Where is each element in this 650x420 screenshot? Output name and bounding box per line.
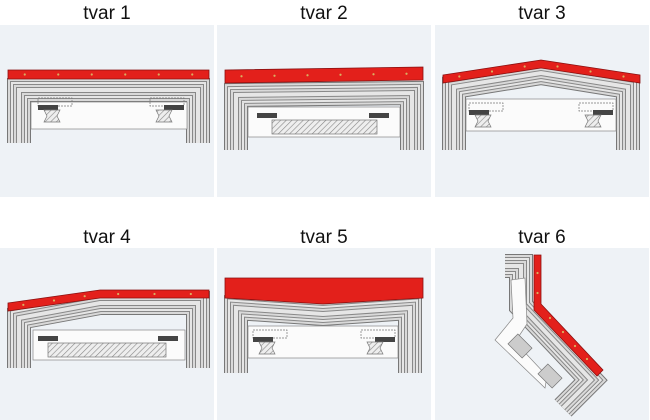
red-cover-plate (224, 277, 424, 305)
shape-title-3: tvar 3 (518, 3, 566, 24)
screw-dot (52, 299, 56, 302)
shape-title-1: tvar 1 (83, 3, 131, 24)
red-cover-plate (442, 59, 641, 84)
linear-rail (537, 363, 563, 389)
shape-panel-4 (0, 248, 214, 420)
screw-dot (536, 291, 539, 295)
red-cover-plate (533, 254, 604, 377)
carriage-block (369, 113, 389, 118)
screw-dot (372, 73, 375, 76)
screw-dot (306, 74, 309, 77)
carriage-block (38, 105, 58, 110)
linear-rail (366, 341, 384, 355)
screw-dot (458, 75, 461, 78)
shape-title-2: tvar 2 (300, 3, 348, 24)
bellows-cover-drawing-1 (7, 69, 210, 143)
screw-dot (548, 316, 552, 320)
bellows-fold (17, 88, 200, 143)
linear-rail (507, 333, 533, 359)
linear-rail (258, 341, 276, 355)
linear-rail (43, 109, 61, 123)
screw-dot (536, 271, 539, 275)
bellows-cover-drawing-6 (494, 254, 608, 417)
linear-rail (474, 114, 492, 128)
carriage-block (375, 337, 395, 342)
shape-panel-2 (217, 25, 431, 197)
carriage-block (593, 110, 613, 115)
screw-dot (589, 70, 592, 73)
carriage-block (257, 113, 277, 118)
screw-dot (523, 65, 526, 68)
bellows-cover-drawing-5 (224, 277, 424, 373)
bellows-fold (452, 70, 630, 150)
shape-title-4: tvar 4 (83, 227, 131, 248)
screw-dot (622, 75, 625, 78)
screw-dot (90, 73, 93, 76)
screw-dot (189, 292, 192, 296)
shape-panel-3 (435, 25, 649, 197)
carriage-block (38, 336, 58, 341)
screw-dot (561, 330, 565, 334)
carriage-block (164, 105, 184, 110)
bellows-fold (17, 301, 200, 368)
carriage-block (158, 336, 178, 341)
red-cover-plate (7, 289, 210, 312)
shape-panel-6 (435, 248, 649, 420)
screw-dot (124, 73, 127, 76)
screw-dot (585, 357, 589, 361)
linear-rail (271, 119, 378, 135)
red-cover-plate (7, 69, 210, 80)
screw-dot (556, 65, 559, 68)
linear-rail (47, 342, 167, 358)
screw-dot (117, 292, 120, 296)
shape-panel-1 (0, 25, 214, 197)
linear-rail (155, 109, 173, 123)
screw-dot (22, 303, 25, 306)
bellows-cover-drawing-2 (224, 66, 424, 150)
screw-dot (573, 344, 577, 348)
screw-dot (240, 75, 243, 78)
bellows-fold (234, 90, 414, 150)
carriage-block (253, 337, 273, 342)
screw-dot (57, 73, 60, 76)
shape-title-6: tvar 6 (518, 227, 566, 248)
bellows-fold (234, 305, 412, 373)
red-cover-plate (224, 66, 424, 84)
shape-panel-5 (217, 248, 431, 420)
screw-dot (405, 72, 408, 75)
screw-dot (83, 295, 86, 298)
shape-title-5: tvar 5 (300, 227, 348, 248)
screw-dot (490, 70, 494, 73)
linear-rail (584, 114, 602, 128)
screw-dot (339, 73, 342, 76)
screw-dot (273, 74, 276, 77)
bellows-cover-drawing-4 (7, 289, 210, 368)
carriage-block (469, 110, 489, 115)
screw-dot (23, 73, 26, 76)
screw-dot (157, 73, 160, 76)
screw-dot (153, 292, 156, 296)
bellows-cover-drawing-3 (442, 59, 641, 150)
screw-dot (191, 73, 194, 76)
